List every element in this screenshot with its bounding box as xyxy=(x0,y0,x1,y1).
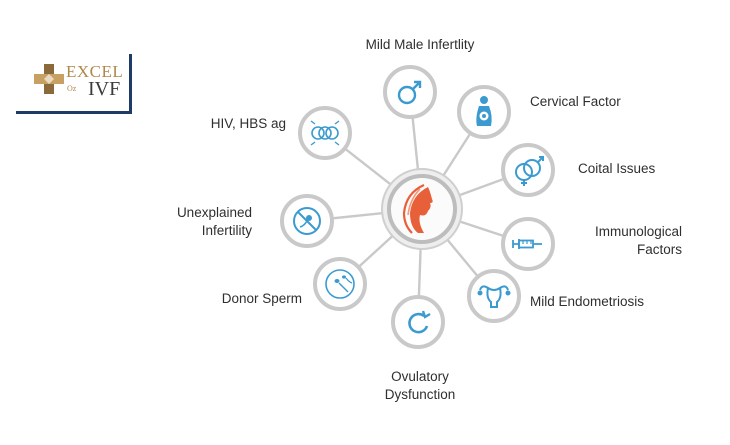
node-hiv-hbs-ag xyxy=(298,106,352,160)
node-ring xyxy=(383,65,437,119)
node-ring xyxy=(501,143,555,197)
label-mild-endometriosis: Mild Endometriosis xyxy=(530,294,645,309)
node-donor-sperm xyxy=(313,257,367,311)
excel-ivf-logo: EXCEL Oz IVF xyxy=(16,54,132,114)
node-ring xyxy=(298,106,352,160)
label-ovulatory-dysfunction: Ovulatory Dysfunction xyxy=(384,369,456,402)
sperm-egg-icon xyxy=(325,269,355,299)
label-donor-sperm: Donor Sperm xyxy=(221,291,302,306)
logo-tagline: Oz xyxy=(67,84,77,93)
label-mild-male-infertility: Mild Male Infertlity xyxy=(365,37,475,52)
linked-rings-icon xyxy=(310,120,340,146)
label-immunological-factors: Immunological Factors xyxy=(594,224,682,257)
label-hiv-hbs-ag: HIV, HBS ag xyxy=(210,116,286,131)
pregnant-woman-icon xyxy=(476,96,492,126)
node-ring xyxy=(467,269,521,323)
gender-symbols-icon xyxy=(515,156,544,186)
no-sperm-icon xyxy=(293,207,321,235)
female-profile-icon xyxy=(402,183,433,234)
ovulation-cycle-icon xyxy=(408,310,431,334)
node-ovulatory-dysfunction xyxy=(391,295,445,349)
logo-text-ivf: IVF xyxy=(88,78,121,100)
male-symbol-icon xyxy=(397,80,422,105)
label-cervical-factor: Cervical Factor xyxy=(530,94,621,109)
node-ring xyxy=(501,217,555,271)
node-cervical-factor xyxy=(457,85,511,139)
node-mild-endometriosis xyxy=(467,269,521,323)
label-unexplained-infertility: Unexplained Infertility xyxy=(176,205,252,238)
logo-text-excel: EXCEL xyxy=(66,62,124,81)
logo-cross-icon xyxy=(34,64,64,94)
node-immunological-factors xyxy=(501,217,555,271)
uterus-icon xyxy=(477,285,511,308)
node-ring xyxy=(391,295,445,349)
center-hub xyxy=(381,168,463,250)
node-mild-male-infertility xyxy=(383,65,437,119)
label-coital-issues: Coital Issues xyxy=(578,161,656,176)
syringe-icon xyxy=(512,239,542,249)
node-coital-issues xyxy=(501,143,555,197)
node-unexplained-infertility xyxy=(280,194,334,248)
